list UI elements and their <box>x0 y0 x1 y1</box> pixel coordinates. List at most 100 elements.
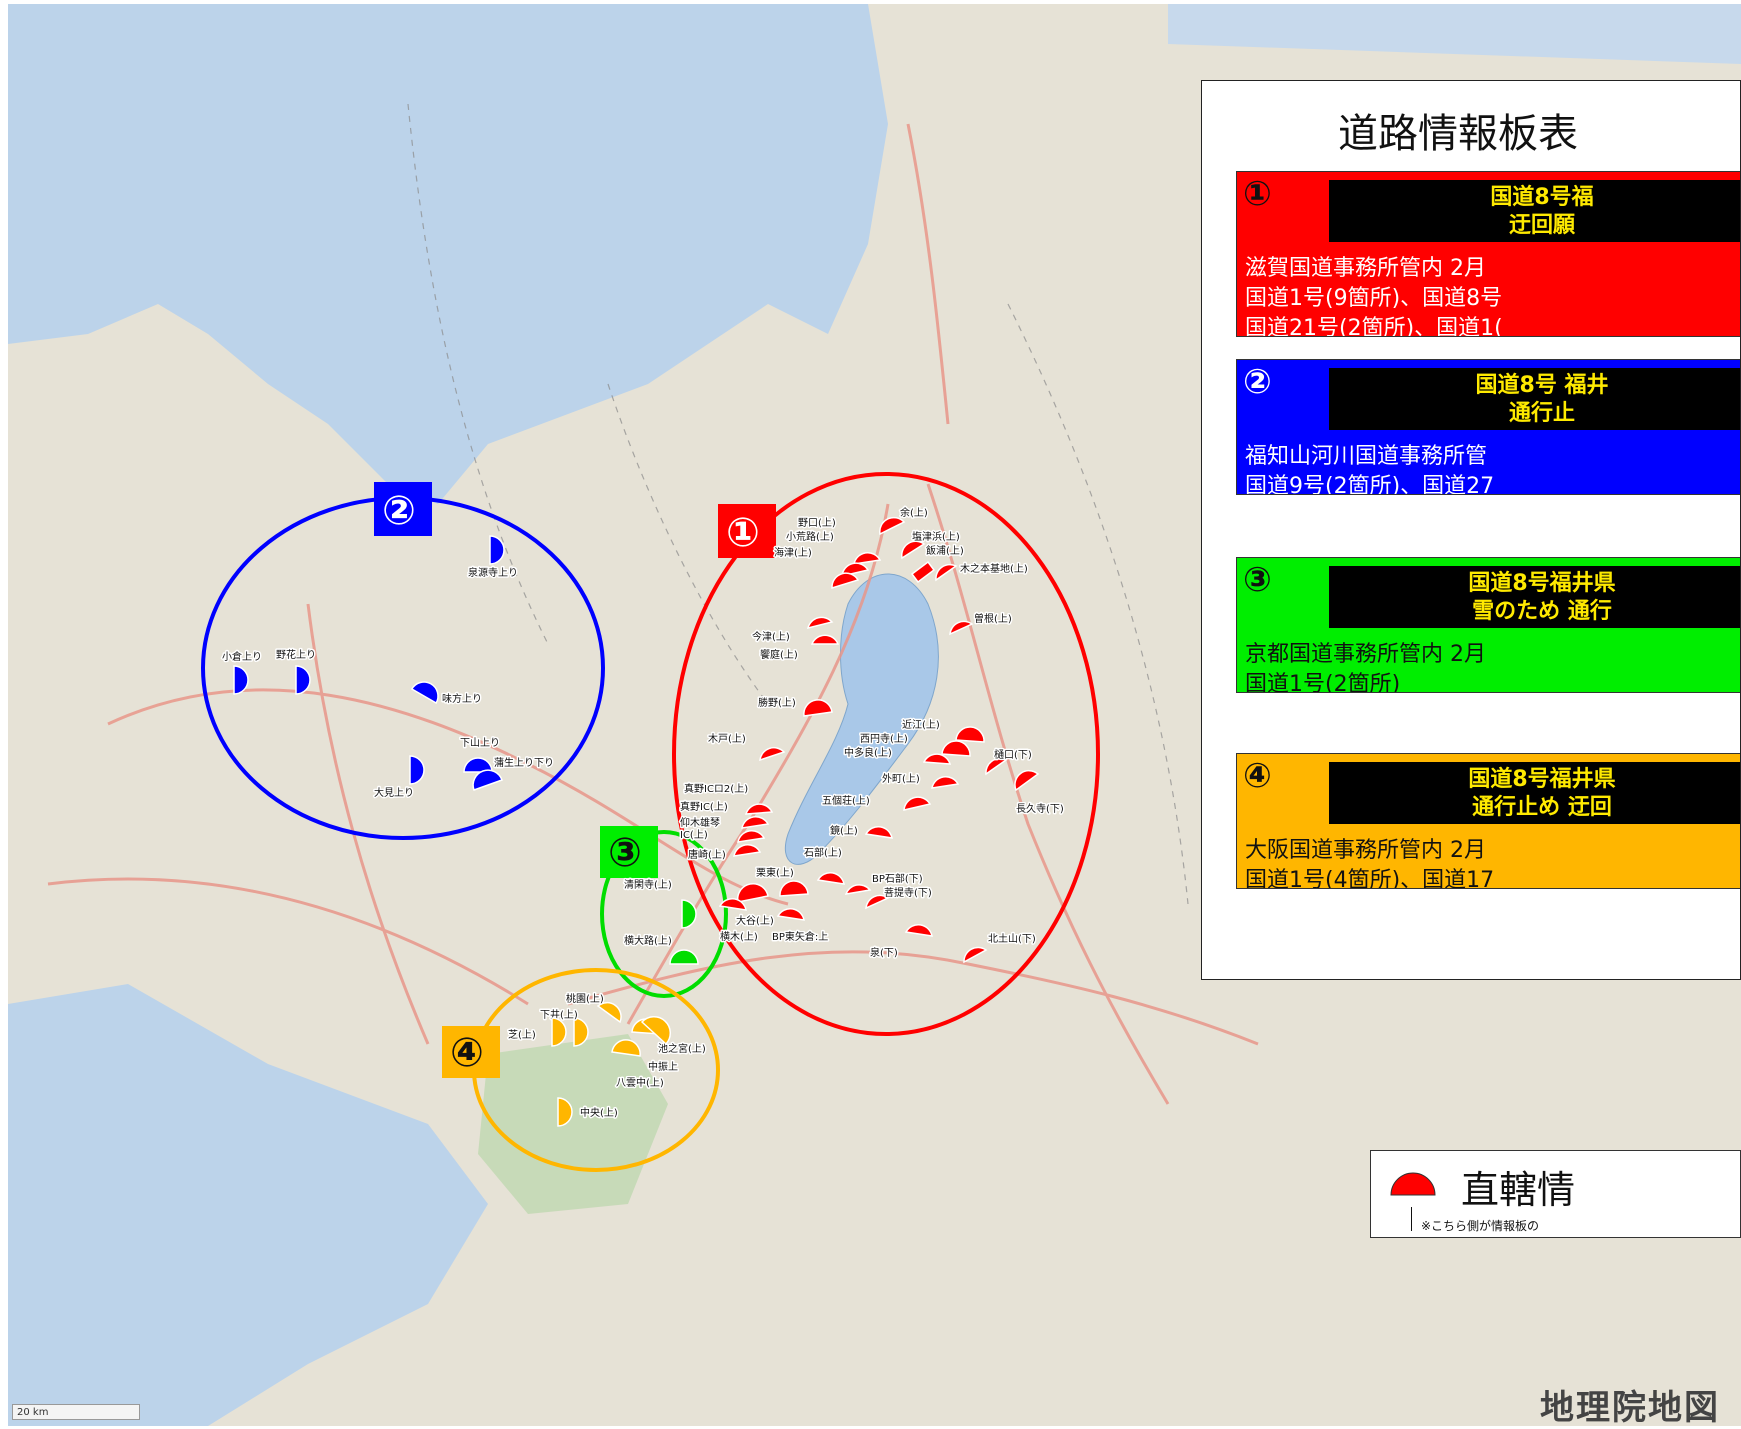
info-board-marker[interactable] <box>806 616 834 630</box>
info-board-marker[interactable] <box>759 746 786 762</box>
marker-label: 唐崎(上) <box>688 848 726 861</box>
marker-label: 樋口(下) <box>994 748 1032 761</box>
info-board-marker[interactable] <box>865 894 890 910</box>
region-badge-2[interactable]: ② <box>374 482 432 536</box>
info-board-marker[interactable] <box>910 560 936 584</box>
marker-label: 曽根(上) <box>974 612 1012 625</box>
info-board-marker[interactable] <box>737 830 766 843</box>
info-board-marker[interactable] <box>776 908 805 921</box>
section-3[interactable]: ③ 国道8号福井県 雪のため 通行 京都国道事務所管内 2月 国道1号(2箇所) <box>1236 557 1740 693</box>
info-board-marker[interactable] <box>985 757 1008 776</box>
marker-label: 小荒路(上) <box>786 530 834 543</box>
road-info-board-panel: 道路情報板表 ① 国道8号福 迂回願 滋賀国道事務所管内 2月 国道1号(9箇所… <box>1201 80 1741 980</box>
region-badge-bg <box>600 826 658 878</box>
marker-label: 中央(上) <box>580 1106 618 1119</box>
info-board-marker[interactable] <box>903 796 932 811</box>
marker-label: 清閑寺(上) <box>624 878 672 891</box>
section-header-line: 国道8号 福井 <box>1475 373 1609 398</box>
info-board-marker[interactable] <box>831 572 860 589</box>
section-body-line: 国道1号(9箇所)、国道8号 <box>1245 286 1503 311</box>
section-header: 国道8号福井県 雪のため 通行 <box>1329 566 1740 628</box>
section-body-line: 滋賀国道事務所管内 2月 <box>1245 256 1486 281</box>
region-badge-label: ② <box>382 488 416 534</box>
info-board-marker[interactable] <box>463 757 493 773</box>
map-attribution: 地理院地図 <box>1540 1388 1720 1428</box>
sea-north-east <box>1168 4 1741 64</box>
marker-label: 中多良(上) <box>844 746 892 759</box>
info-board-marker[interactable] <box>900 540 926 560</box>
info-board-marker[interactable] <box>904 924 933 937</box>
marker-label: 長久寺(下) <box>1016 803 1064 815</box>
marker-label: 池之宮(上) <box>658 1042 706 1055</box>
info-board-marker[interactable] <box>596 1001 622 1024</box>
marker-label: 北土山(下) <box>988 932 1036 945</box>
info-board-marker[interactable] <box>935 563 958 582</box>
info-board-marker[interactable] <box>681 899 697 929</box>
info-board-marker[interactable] <box>879 516 906 536</box>
region-badge-4[interactable]: ④ <box>442 1026 500 1078</box>
info-board-marker[interactable] <box>295 665 311 695</box>
section-1[interactable]: ① 国道8号福 迂回願 滋賀国道事務所管内 2月 国道1号(9箇所)、国道8号 … <box>1236 171 1740 337</box>
info-board-marker[interactable] <box>816 872 845 885</box>
region-badge-1[interactable]: ① <box>718 504 776 558</box>
info-board-marker[interactable] <box>949 620 974 636</box>
arrow-up-icon <box>1411 1207 1412 1231</box>
info-board-marker-icon <box>1390 1172 1436 1196</box>
info-board-marker[interactable] <box>557 1097 573 1127</box>
info-board-marker[interactable] <box>551 1017 567 1047</box>
marker-label: BP東矢倉:上 <box>772 930 828 943</box>
section-header-line: 通行止め 迂回 <box>1472 795 1612 820</box>
info-board-marker[interactable] <box>963 946 988 964</box>
info-board-marker[interactable] <box>611 1039 641 1057</box>
marker-label: 今津(上) <box>752 630 790 643</box>
info-board-marker[interactable] <box>718 898 747 911</box>
info-board-marker[interactable] <box>864 826 893 839</box>
info-board-marker[interactable] <box>640 1015 672 1046</box>
section-header: 国道8号福井県 通行止め 迂回 <box>1329 762 1740 824</box>
marker-label: 蒲生上り下り <box>494 756 554 769</box>
marker-label: 芝(上) <box>508 1028 536 1041</box>
info-board-marker[interactable] <box>803 699 833 717</box>
marker-label: 近江(上) <box>902 718 940 731</box>
info-board-marker[interactable] <box>736 883 769 903</box>
marker-label: 大谷(上) <box>736 914 774 927</box>
marker-label: 塩津浜(上) <box>912 530 960 543</box>
info-board-marker[interactable] <box>1014 769 1040 792</box>
info-board-marker[interactable] <box>472 769 503 791</box>
marker-label: 大見上り <box>374 786 414 799</box>
info-board-marker[interactable] <box>733 844 762 857</box>
info-board-marker[interactable] <box>844 884 872 895</box>
marker-label: 鏡(上) <box>830 824 858 837</box>
section-body-line: 京都国道事務所管内 2月 <box>1245 642 1486 667</box>
lake-biwa <box>784 573 939 865</box>
section-4[interactable]: ④ 国道8号福井県 通行止め 迂回 大阪国道事務所管内 2月 国道1号(4箇所)… <box>1236 753 1740 889</box>
marker-label: 木之本基地(上) <box>960 562 1028 575</box>
info-board-marker[interactable] <box>489 535 505 565</box>
marker-label: 菩提寺(下) <box>884 887 932 899</box>
section-body-line: 国道1号(4箇所)、国道17 <box>1245 868 1495 889</box>
section-2[interactable]: ② 国道8号 福井 通行止 福知山河川国道事務所管 国道9号(2箇所)、国道27 <box>1236 359 1740 495</box>
info-board-marker[interactable] <box>409 755 425 785</box>
info-board-marker[interactable] <box>853 552 882 565</box>
info-board-marker[interactable] <box>410 677 443 705</box>
info-board-marker[interactable] <box>573 1017 589 1047</box>
info-board-marker[interactable] <box>941 740 971 757</box>
section-header-line: 国道8号福井県 <box>1468 767 1616 792</box>
marker-label: 勝野(上) <box>758 696 796 709</box>
info-board-marker[interactable] <box>779 880 809 897</box>
region-badge-3[interactable]: ③ <box>600 826 658 878</box>
info-board-marker[interactable] <box>741 816 770 829</box>
section-body-line: 国道21号(2箇所)、国道1( <box>1245 316 1503 337</box>
section-header-line: 国道8号福 <box>1490 185 1594 210</box>
section-header-line: 迂回願 <box>1508 213 1575 238</box>
marker-label: 真野ICロ2(上) <box>684 782 748 795</box>
info-board-marker[interactable] <box>931 776 960 789</box>
info-board-marker[interactable] <box>922 753 952 765</box>
info-board-marker[interactable] <box>233 665 249 695</box>
info-board-marker[interactable] <box>810 634 840 645</box>
info-board-marker[interactable] <box>744 803 774 815</box>
marker-label: 外町(上) <box>882 773 920 785</box>
info-board-marker[interactable] <box>955 726 985 743</box>
marker-label: 下山上り <box>460 737 500 749</box>
info-board-marker[interactable] <box>669 949 699 965</box>
